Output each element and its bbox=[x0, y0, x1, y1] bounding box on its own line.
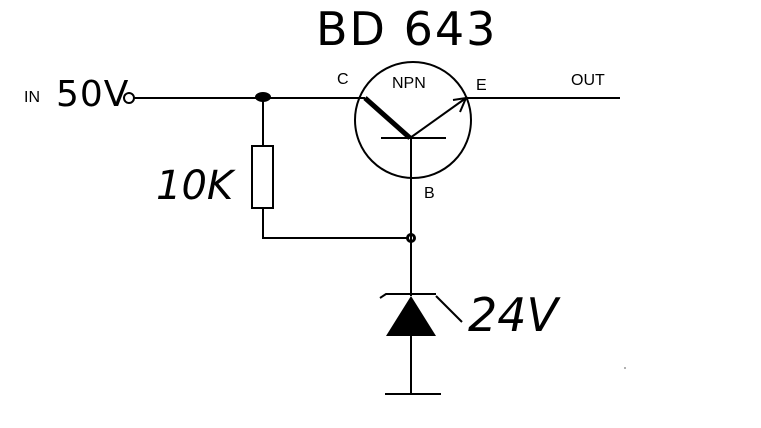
in-label: IN bbox=[24, 89, 40, 106]
transistor-circle bbox=[354, 61, 472, 179]
resistor-bottom-wire bbox=[262, 208, 411, 239]
out-label: OUT bbox=[571, 72, 605, 89]
zener-leader-line bbox=[435, 295, 463, 323]
input-voltage-label: 50V bbox=[56, 74, 130, 115]
transistor-emitter-lead bbox=[409, 97, 467, 139]
collector-label: C bbox=[337, 71, 349, 88]
part-number-label: BD 643 bbox=[316, 2, 498, 56]
base-label: B bbox=[424, 185, 435, 202]
transistor-collector-lead bbox=[363, 96, 412, 140]
zener-diode-body bbox=[386, 296, 436, 336]
junction-dot-top bbox=[255, 92, 271, 102]
emitter-label: E bbox=[476, 77, 487, 94]
resistor-value-label: 10K bbox=[156, 163, 234, 209]
zener-diode-bar bbox=[379, 293, 436, 299]
npn-label: NPN bbox=[392, 75, 426, 92]
resistor-10k bbox=[251, 145, 274, 209]
zener-voltage-label: 24V bbox=[468, 288, 559, 342]
stray-mark bbox=[624, 367, 626, 369]
